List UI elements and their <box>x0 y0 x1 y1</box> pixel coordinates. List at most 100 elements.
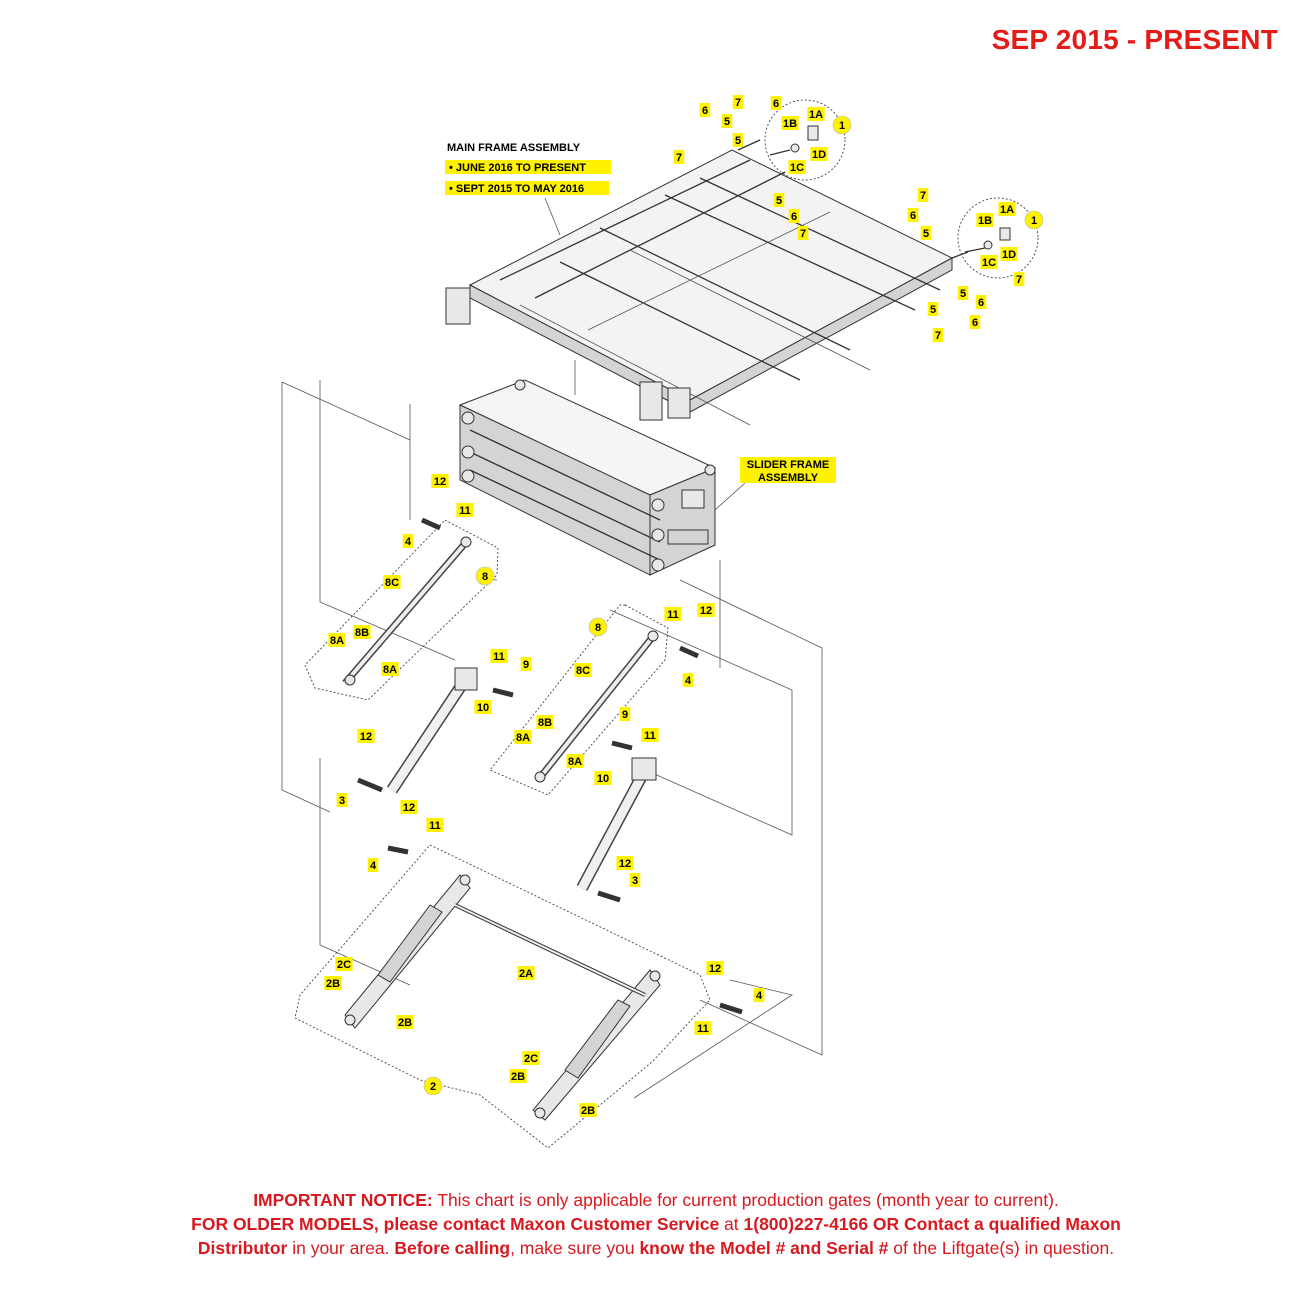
callout-p-1D-r: 1D <box>1000 247 1018 261</box>
callout-label: 1C <box>790 162 804 174</box>
callout-label: 7 <box>800 228 806 240</box>
callout-label: 3 <box>632 875 638 887</box>
callout-label: 3 <box>339 795 345 807</box>
callout-p-4a: 4 <box>402 534 414 548</box>
callout-p-8A-l2: 8A <box>381 662 399 676</box>
callout-c-8-r: 8 <box>588 617 608 637</box>
callout-label: 6 <box>978 297 984 309</box>
callout-label: 8B <box>355 627 369 639</box>
pins <box>357 517 743 1015</box>
callout-p-7a: 7 <box>732 95 744 109</box>
callout-label: 8 <box>482 571 488 583</box>
callout-label: 4 <box>685 675 692 687</box>
callout-label: 8A <box>568 756 582 768</box>
main-frame-assembly <box>445 139 969 426</box>
callout-p-11d: 11 <box>641 728 659 742</box>
callout-p-11a: 11 <box>456 503 474 517</box>
callout-label: 11 <box>459 505 471 517</box>
callout-p-5d: 5 <box>920 226 932 240</box>
callout-label: 5 <box>923 228 929 240</box>
callout-p-12a: 12 <box>431 474 449 488</box>
callout-label: 9 <box>523 659 529 671</box>
callout-label: 1C <box>982 257 996 269</box>
callout-p-7f: 7 <box>932 328 944 342</box>
page-title: SEP 2015 - PRESENT <box>991 24 1278 55</box>
slider-frame-assembly <box>458 360 717 576</box>
callout-c-2: 2 <box>423 1076 443 1096</box>
callout-p-8A-r1: 8A <box>514 730 532 744</box>
callout-label: 11 <box>644 730 656 742</box>
callout-label: 6 <box>773 98 779 110</box>
callout-p-3b: 3 <box>629 873 641 887</box>
callout-p-12c: 12 <box>697 603 715 617</box>
callout-p-10b: 10 <box>594 771 612 785</box>
callout-label: 8 <box>595 622 601 634</box>
callout-p-11c: 11 <box>664 607 682 621</box>
callout-label: 2B <box>326 978 340 990</box>
callout-p-1B-r: 1B <box>976 213 994 227</box>
callout-p-8C-l: 8C <box>383 575 401 589</box>
callout-p-11e: 11 <box>426 818 444 832</box>
callout-label: 2C <box>337 959 351 971</box>
callout-p-11g: 11 <box>694 1021 712 1035</box>
callout-label: 1A <box>809 109 823 121</box>
callout-p-7d: 7 <box>917 188 929 202</box>
callout-label: 12 <box>403 802 415 814</box>
callout-p-2B-r2: 2B <box>579 1103 597 1117</box>
callout-p-1D-l: 1D <box>810 147 828 161</box>
callout-p-1A-r: 1A <box>998 202 1016 216</box>
callout-p-1C-l: 1C <box>788 160 806 174</box>
callout-p-1B-l: 1B <box>781 116 799 130</box>
callout-label: 7 <box>920 190 926 202</box>
callout-label: 11 <box>493 651 505 663</box>
callout-p-7c: 7 <box>797 226 809 240</box>
callout-label: 4 <box>405 536 412 548</box>
callout-p-8B-r: 8B <box>536 715 554 729</box>
callout-label: 5 <box>724 116 730 128</box>
callout-p-11b: 11 <box>490 649 508 663</box>
callout-p-4e: 4 <box>367 858 379 872</box>
slider-label-line-2: ASSEMBLY <box>758 472 819 484</box>
callout-label: 6 <box>702 105 708 117</box>
callout-p-3a: 3 <box>336 793 348 807</box>
callout-label: 11 <box>697 1023 709 1035</box>
callout-p-2A: 2A <box>517 966 535 980</box>
callout-p-6e: 6 <box>975 295 987 309</box>
callout-label: 2C <box>524 1053 538 1065</box>
callout-p-12d: 12 <box>357 729 375 743</box>
callout-p-6d: 6 <box>907 208 919 222</box>
slider-frame-label: SLIDER FRAME ASSEMBLY <box>740 457 836 484</box>
callout-p-9b: 9 <box>619 707 631 721</box>
callout-p-6c: 6 <box>788 209 800 223</box>
callout-p-12f: 12 <box>616 856 634 870</box>
group-1-right-boundary <box>957 197 1039 279</box>
callout-p-4c: 4 <box>682 673 694 687</box>
callout-label: 1B <box>783 118 797 130</box>
callout-p-5a: 5 <box>721 114 733 128</box>
callout-label: 6 <box>791 211 797 223</box>
group-1-hardware <box>769 125 1011 253</box>
phantom-outlines <box>281 380 823 1099</box>
main-frame-item-2: • SEPT 2015 TO MAY 2016 <box>449 183 584 195</box>
lift-arm-assembly <box>344 874 661 1121</box>
callout-label: 7 <box>1016 274 1022 286</box>
cylinder-8-left <box>342 536 472 686</box>
callout-label: 1 <box>839 120 845 132</box>
callout-p-2C-r: 2C <box>522 1051 540 1065</box>
callout-label: 12 <box>360 731 372 743</box>
callout-p-9a: 9 <box>520 657 532 671</box>
callout-p-2C-l: 2C <box>335 957 353 971</box>
callout-label: 7 <box>676 152 682 164</box>
main-frame-item-1: • JUNE 2016 TO PRESENT <box>449 162 586 174</box>
callout-label: 11 <box>429 820 441 832</box>
callout-label: 6 <box>972 317 978 329</box>
callout-p-12e: 12 <box>400 800 418 814</box>
callout-label: 2 <box>430 1081 436 1093</box>
important-notice: IMPORTANT NOTICE: This chart is only app… <box>191 1190 1121 1258</box>
callout-label: 1 <box>1031 215 1037 227</box>
main-frame-note: MAIN FRAME ASSEMBLY • JUNE 2016 TO PRESE… <box>445 142 611 195</box>
callout-label: 8B <box>538 717 552 729</box>
callout-p-7b: 7 <box>673 150 685 164</box>
callout-c-8-l: 8 <box>475 566 495 586</box>
callout-p-5b: 5 <box>732 133 744 147</box>
